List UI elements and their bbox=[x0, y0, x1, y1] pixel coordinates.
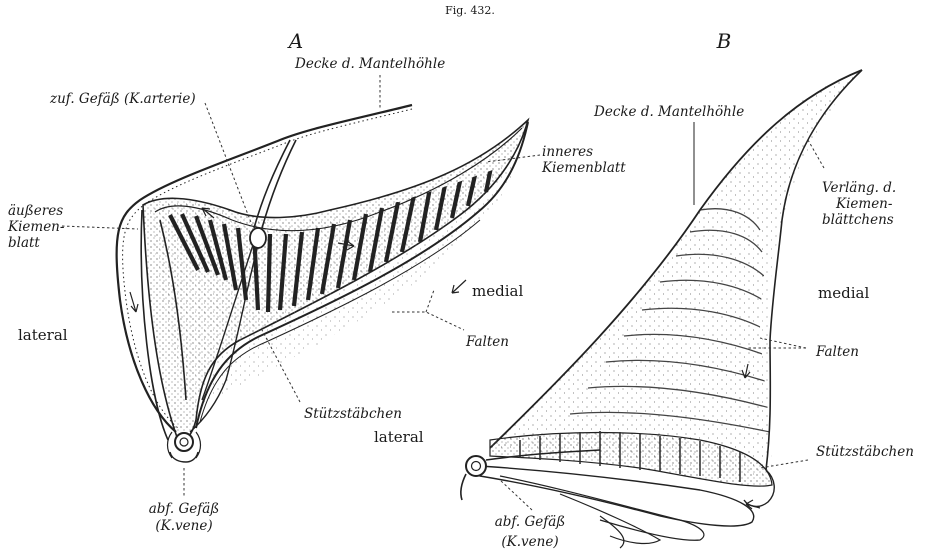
panel-a-drawing bbox=[62, 75, 540, 498]
label-a-lateral: lateral bbox=[18, 326, 68, 344]
label-b-verlaeng-1: Verläng. d. bbox=[822, 180, 896, 196]
label-b-kvene: (K.vene) bbox=[501, 534, 558, 550]
label-a-lateral-bottom: lateral bbox=[374, 428, 424, 446]
figure-number: Fig. 432. bbox=[445, 4, 495, 17]
panel-b-letter: B bbox=[716, 29, 732, 53]
label-b-decke: Decke d. Mantelhöhle bbox=[593, 104, 744, 120]
label-a-aeusseres-2: Kiemen- bbox=[7, 219, 65, 235]
label-a-medial: medial bbox=[472, 282, 523, 300]
label-b-verlaeng-2: Kiemen- bbox=[835, 196, 893, 212]
panel-a-letter: A bbox=[287, 29, 303, 53]
label-a-stuetzstaebchen: Stützstäbchen bbox=[304, 406, 402, 422]
label-a-abf-gefaess: abf. Gefäß bbox=[149, 501, 220, 517]
label-b-medial: medial bbox=[818, 284, 869, 302]
label-a-aeusseres-1: äußeres bbox=[8, 203, 63, 219]
label-a-inneres-1: inneres bbox=[542, 144, 593, 160]
label-a-decke: Decke d. Mantelhöhle bbox=[294, 56, 445, 72]
label-b-falten: Falten bbox=[815, 344, 859, 360]
label-a-aeusseres-3: blatt bbox=[8, 235, 40, 251]
label-b-abf-gefaess: abf. Gefäß bbox=[495, 514, 566, 530]
label-a-falten: Falten bbox=[465, 334, 509, 350]
label-a-inneres-2: Kiemenblatt bbox=[541, 160, 626, 176]
label-b-verlaeng-3: blättchens bbox=[822, 212, 894, 228]
label-b-stuetzstaebchen: Stützstäbchen bbox=[816, 444, 914, 460]
label-a-zuf-gefaess: zuf. Gefäß (K.arterie) bbox=[49, 91, 196, 107]
label-a-kvene: (K.vene) bbox=[155, 518, 212, 534]
